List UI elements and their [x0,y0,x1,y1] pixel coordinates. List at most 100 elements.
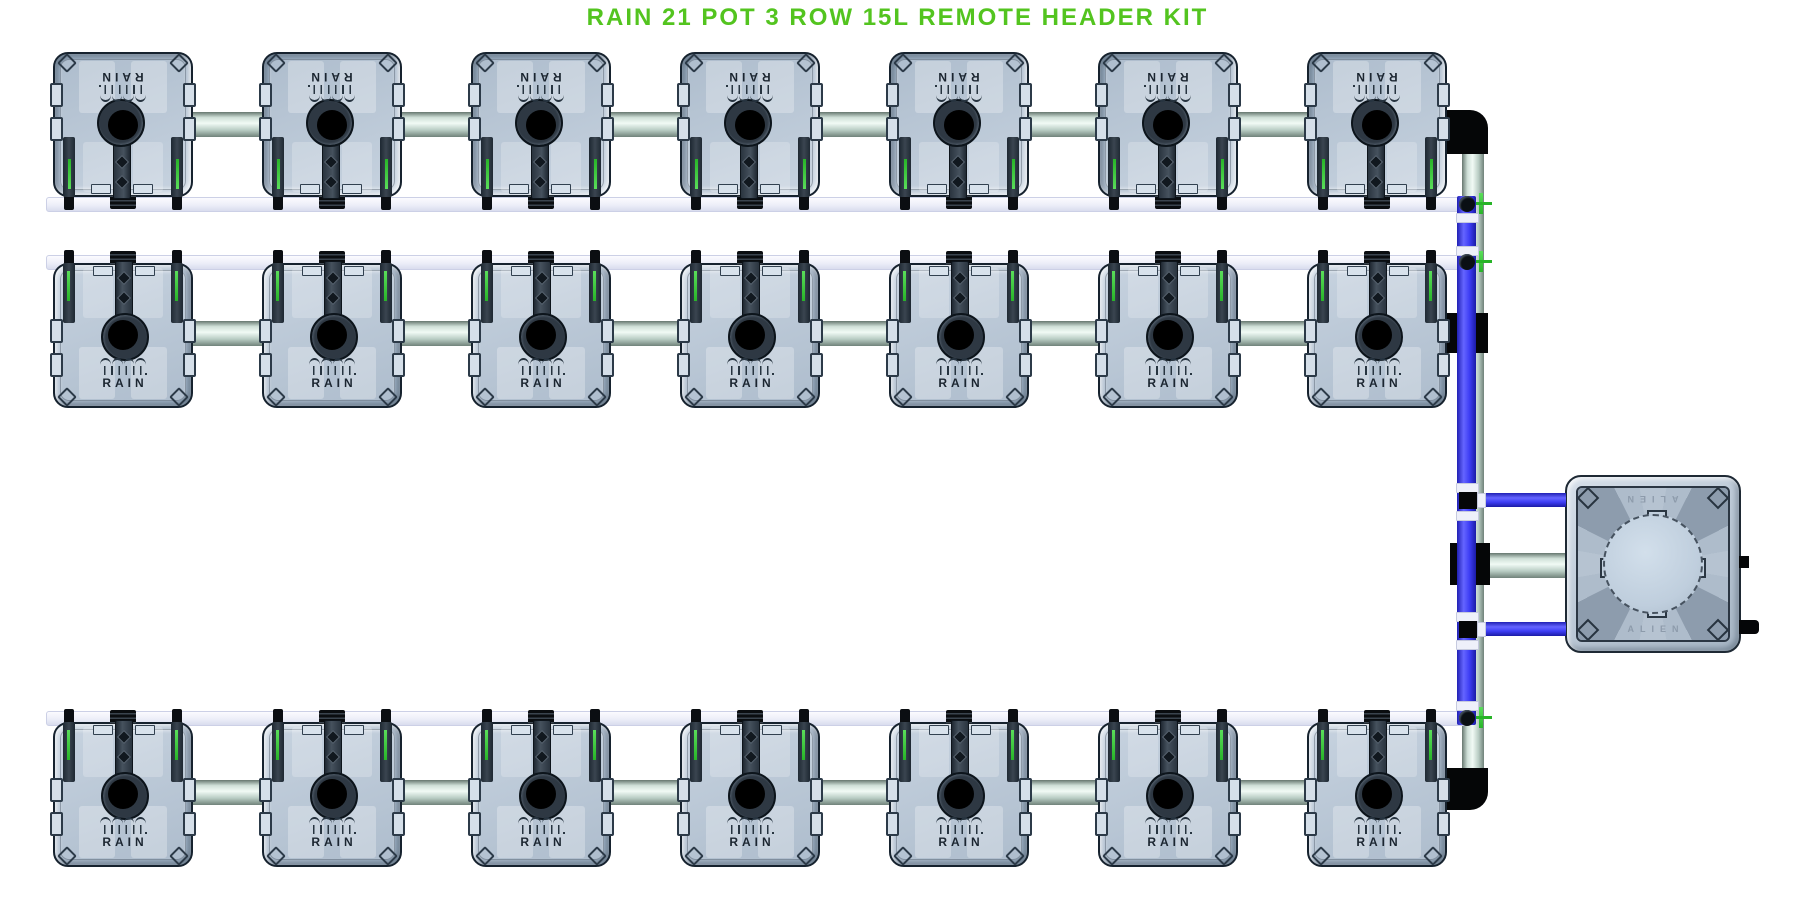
pot-molding [1337,727,1367,777]
drip-channel [951,720,969,780]
side-tab [886,353,899,377]
pot-notch [1389,725,1409,735]
drip-channel [1160,261,1178,321]
pot-brand-label: RAIN [520,835,566,849]
diamond-icon [952,749,968,765]
sprinkler-icon [1145,358,1191,365]
pot-hole [108,320,138,350]
pot-brand-label: RAIN [729,835,775,849]
diagram-title: RAIN 21 POT 3 ROW 15L REMOTE HEADER KIT [586,4,1209,31]
diamond-icon [116,270,132,286]
pot-molding [342,727,372,777]
side-tab [468,812,481,836]
clip-channel-right [1007,263,1019,323]
side-tab [183,83,196,107]
side-tab [1437,353,1450,377]
pot-molding [83,727,113,777]
drain-clip-pin-left [1109,250,1119,268]
diamond-icon [534,749,550,765]
side-tab [1304,117,1317,141]
pot-molding [551,268,581,318]
clip-channel-right [380,722,392,782]
sprinkler-icon [100,817,146,824]
pot-hole [108,779,138,809]
pot-brand-label: RAIN [102,376,148,390]
side-tab [601,353,614,377]
pot-row-3: RAIN [50,709,1453,867]
side-tab [677,812,690,836]
green-clip [384,730,387,760]
grow-pot: RAIN [50,250,196,408]
clip-channel-right [589,722,601,782]
pot-hole [1362,110,1392,140]
pot-notch [511,266,531,276]
side-tab [1095,778,1108,802]
side-tab [183,353,196,377]
pot-notch [342,184,362,194]
green-clip [1476,716,1492,719]
spray-ticks-icon [731,85,769,94]
pot-hole [526,110,556,140]
pot-notch [1180,266,1200,276]
sprinkler-icon [1354,358,1400,365]
pot-notch [1345,184,1365,194]
pot-molding [292,268,322,318]
side-tab [183,812,196,836]
side-tab [1019,83,1032,107]
pot-molding [969,727,999,777]
drip-channel [113,139,131,199]
drain-clip-pin-left [482,250,492,268]
pot-notch [93,266,113,276]
pot-hole [526,779,556,809]
pot-brand-label: RAIN [725,70,771,84]
pot-molding [710,727,740,777]
tank-outlet-large [1739,620,1759,634]
spray-ticks-icon [522,85,560,94]
drip-channel [1369,261,1387,321]
sprinkler-icon [936,817,982,824]
green-clip [277,159,280,189]
pot-brand-label: RAIN [516,70,562,84]
diamond-icon [952,729,968,745]
sprinkler-icon [518,817,564,824]
diamond-icon [325,290,341,306]
side-tab [886,83,899,107]
side-tab [810,812,823,836]
clip-channel-left [899,263,911,323]
drain-port-row-3 [1459,710,1475,726]
drain-clip-pin-right [381,709,391,727]
clip-channel-left [589,137,601,197]
side-tab [1095,353,1108,377]
pot-molding [919,727,949,777]
clip-channel-right [272,137,284,197]
side-tab [1228,83,1241,107]
green-clip [903,730,906,760]
side-tab [50,353,63,377]
pot-brand-label: RAIN [311,835,357,849]
clip-channel-left [1216,137,1228,197]
drip-channel [1369,720,1387,780]
side-tab [1437,812,1450,836]
pot-notch [762,266,782,276]
side-tab [50,778,63,802]
diamond-icon [534,270,550,286]
side-tab [677,319,690,343]
spray-ticks-icon [522,366,565,375]
pot-hole [1153,320,1183,350]
pot-notch [718,184,738,194]
clip-channel-left [63,722,75,782]
clip-channel-right [899,137,911,197]
green-clip [1221,159,1224,189]
pot-brand-label: RAIN [1356,376,1402,390]
pot-notch [1138,266,1158,276]
diamond-icon [114,154,130,170]
clip-channel-left [690,263,702,323]
pot-brand-label: RAIN [938,835,984,849]
grow-pot: RAIN [468,709,614,867]
pot-hole [1153,110,1183,140]
tank-top-face: ALIEN ALIEN [1576,486,1730,642]
pot-brand-label: RAIN [1356,835,1402,849]
side-tab [50,117,63,141]
green-clip [803,159,806,189]
